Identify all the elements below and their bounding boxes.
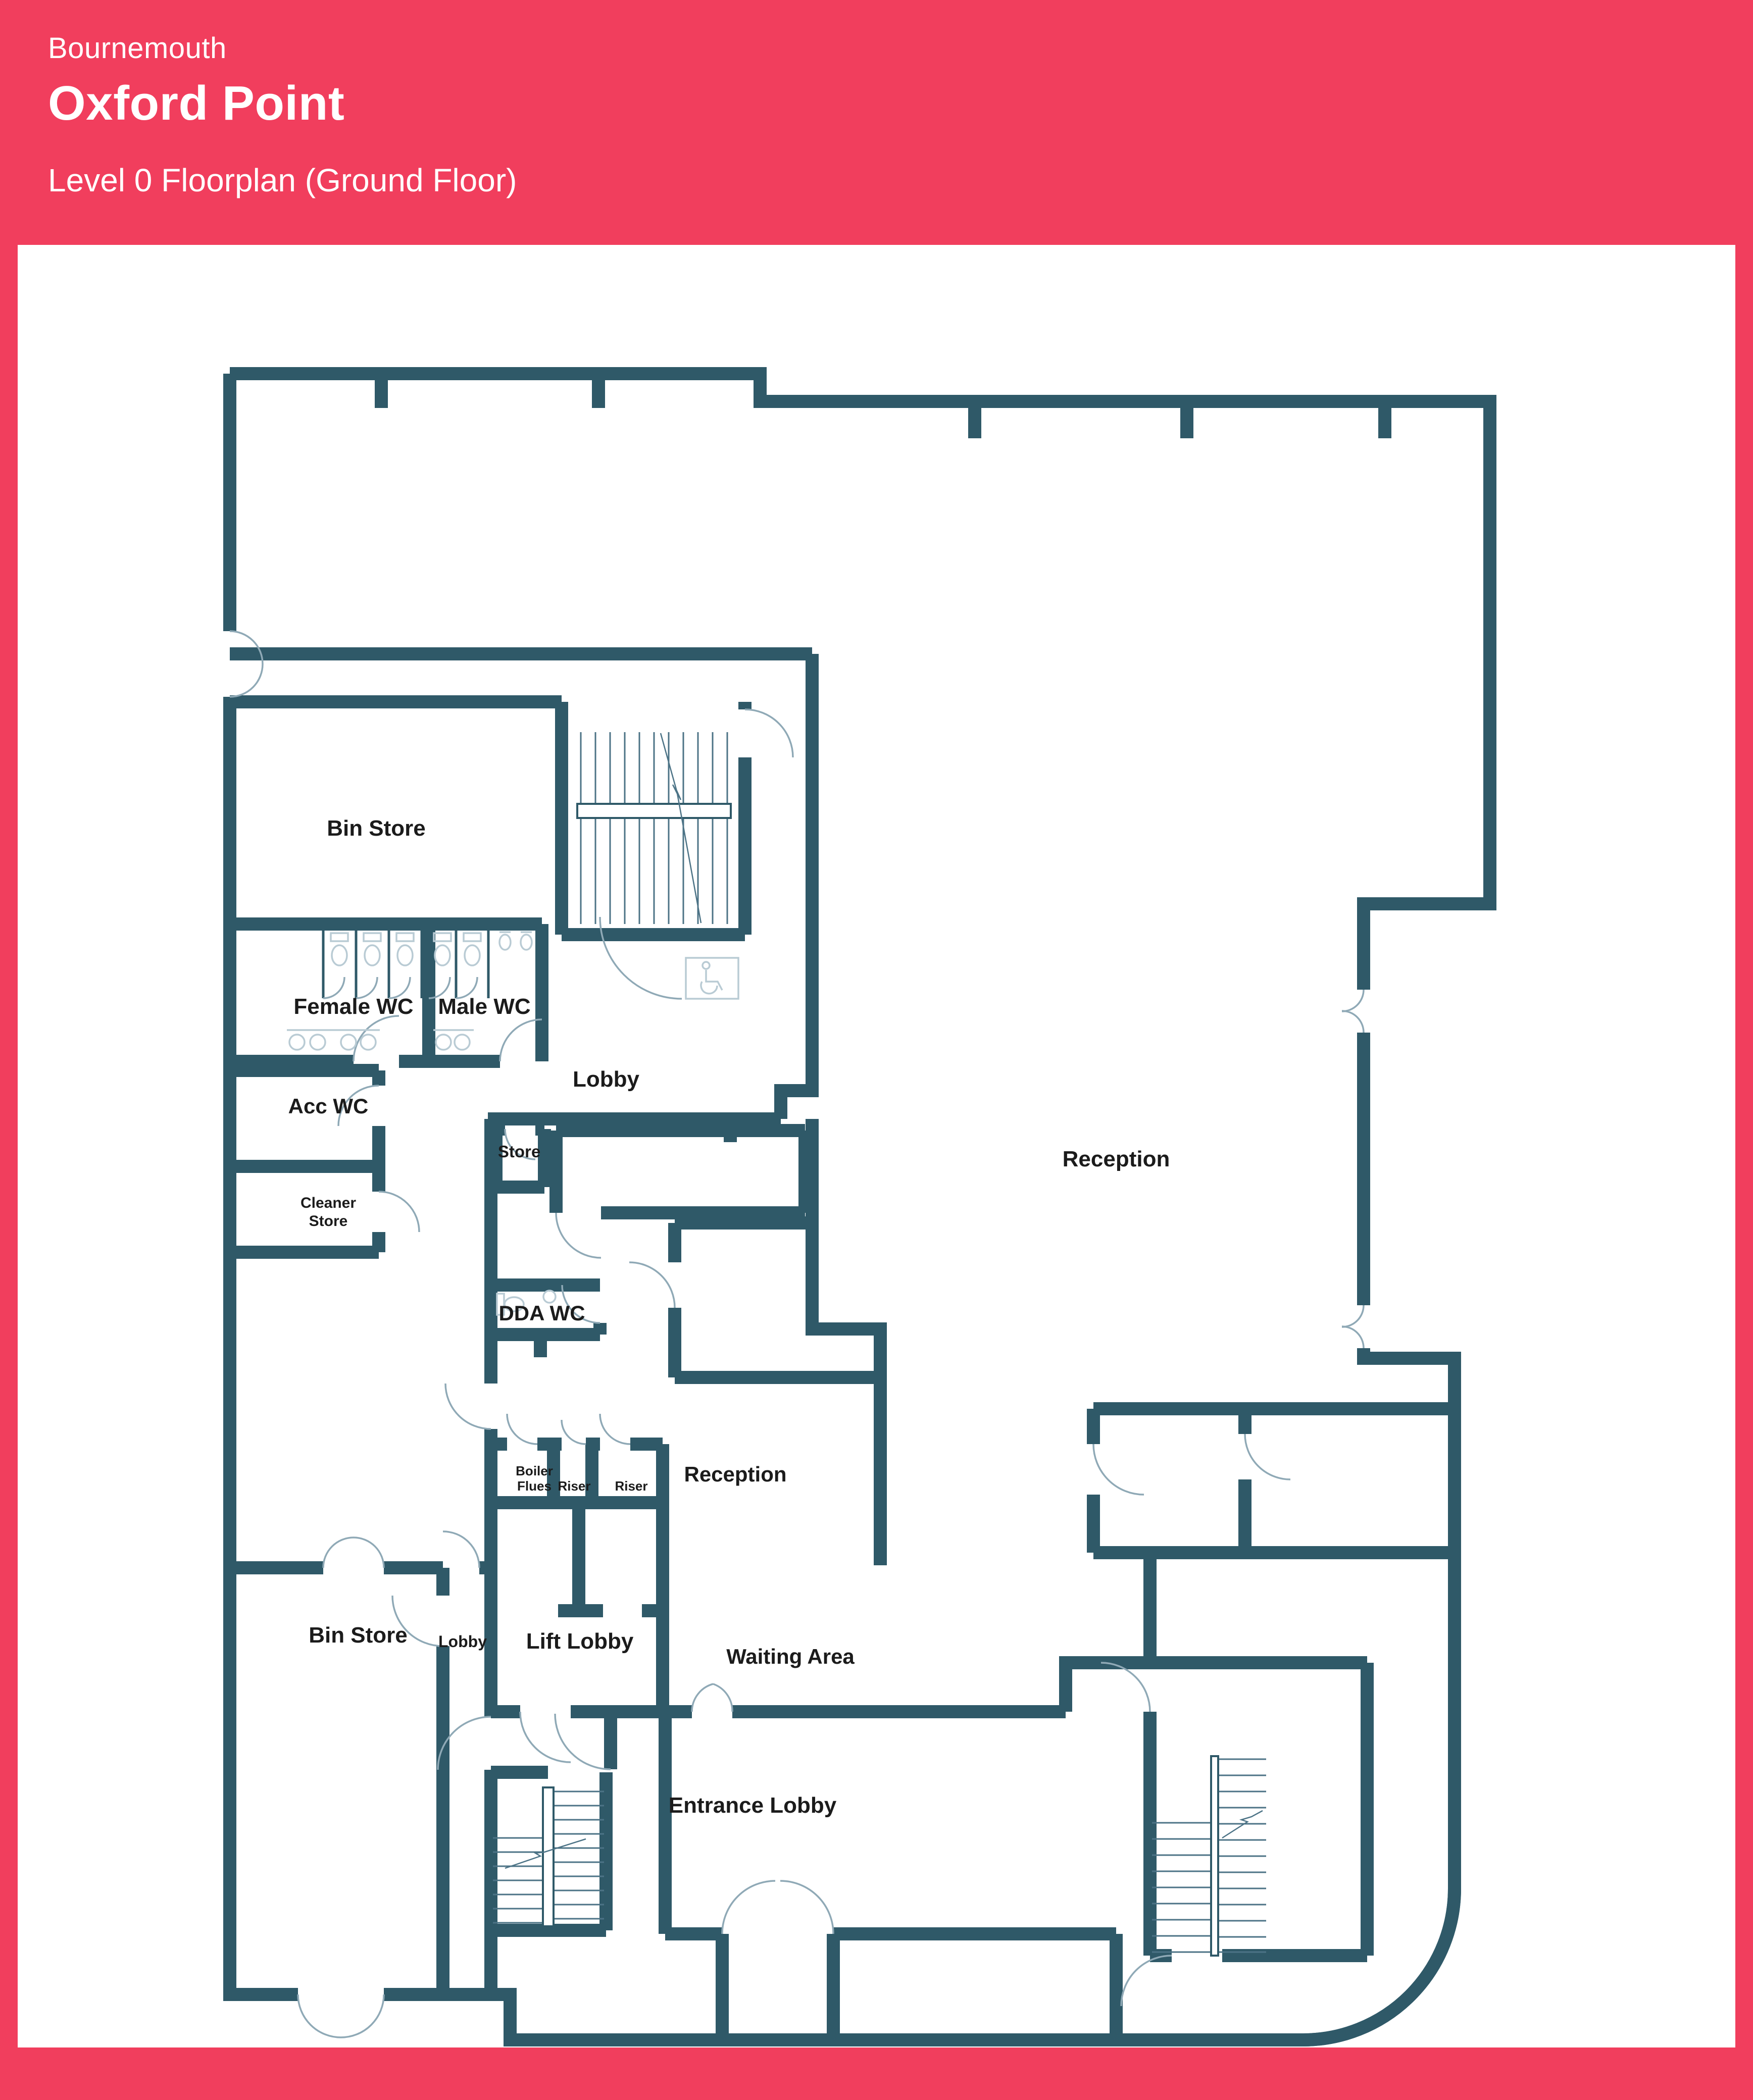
header-city: Bournemouth [48, 32, 227, 65]
stair-landing [576, 803, 732, 819]
header-building-title: Oxford Point [48, 76, 345, 130]
stairwell-top [576, 732, 732, 924]
fixtures [287, 931, 739, 1316]
header-subtitle: Level 0 Floorplan (Ground Floor) [48, 162, 517, 198]
room-label-lobby-2: Lobby [438, 1632, 487, 1651]
room-label-reception-mid: Reception [684, 1462, 786, 1486]
room-label-dda-wc: DDA WC [498, 1301, 585, 1325]
room-label-male-wc: Male WC [438, 994, 530, 1019]
room-label-waiting-area: Waiting Area [726, 1645, 855, 1668]
sink-icon [287, 1029, 474, 1051]
room-label-lift-lobby: Lift Lobby [526, 1629, 634, 1654]
dda-fixtures [496, 1290, 557, 1316]
stair-rail [542, 1786, 555, 1927]
stairwell-bottom-left [493, 1786, 604, 1927]
room-label-store: Store [498, 1142, 540, 1161]
room-label-riser-1: Riser [558, 1478, 590, 1494]
room-label-reception-main: Reception [1063, 1147, 1170, 1171]
room-label-bin-store-1: Bin Store [327, 816, 426, 841]
room-label-lobby: Lobby [573, 1067, 640, 1092]
room-label-bin-store-2: Bin Store [309, 1623, 408, 1648]
door-arcs [229, 630, 1365, 2038]
room-label-female-wc: Female WC [293, 994, 413, 1019]
walls [223, 367, 1496, 2046]
room-label-acc-wc: Acc WC [288, 1094, 369, 1118]
toilet-icon [330, 932, 482, 966]
window-markers [229, 373, 1491, 1541]
stairwell-bottom-right [1152, 1755, 1266, 1957]
room-label-riser-2: Riser [615, 1478, 647, 1494]
urinal-icon [498, 931, 533, 951]
cubicle-partitions [322, 924, 490, 998]
room-label-entrance-lobby: Entrance Lobby [669, 1793, 837, 1818]
stair-rail [1210, 1755, 1219, 1957]
wheelchair-icon [685, 957, 739, 1000]
